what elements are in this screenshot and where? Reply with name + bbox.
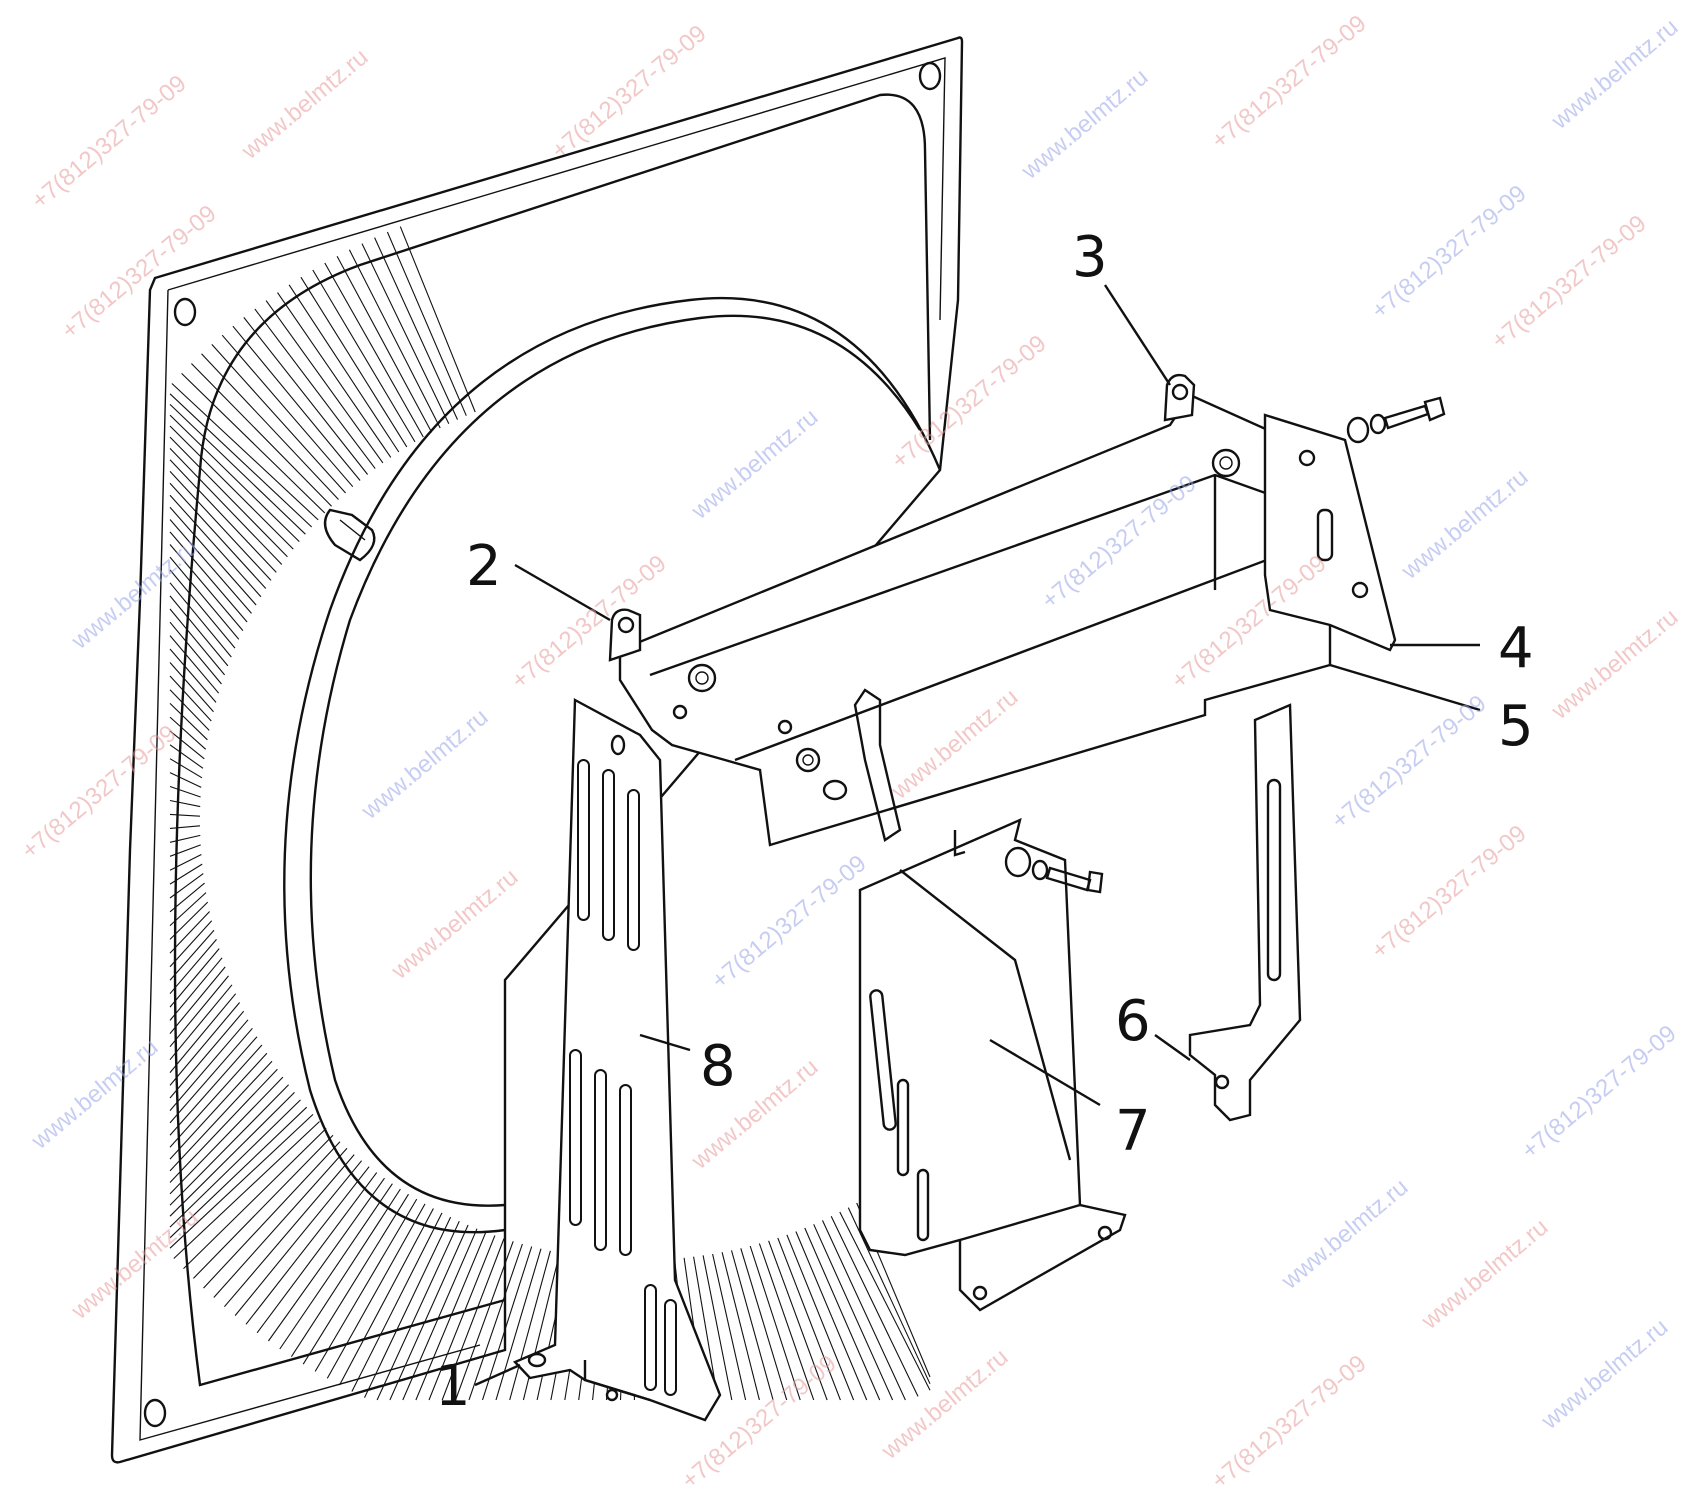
deflector-slot (627, 789, 640, 951)
watermark-site: www.belmtz.ru (1536, 1314, 1674, 1436)
callout-labels: 1 2 3 4 5 6 7 8 (435, 225, 1534, 1419)
callout-4: 4 (1498, 616, 1534, 681)
watermark-site: www.belmtz.ru (1016, 64, 1154, 186)
watermark-phone: +7(812)327-79-09 (1367, 820, 1532, 965)
right-bracket (1188, 703, 1302, 1122)
deflector-slot (577, 759, 590, 921)
watermark-site: www.belmtz.ru (1396, 464, 1534, 586)
deflector-slot (569, 1049, 582, 1226)
watermark-phone: +7(812)327-79-09 (1367, 180, 1532, 325)
watermark-phone: +7(812)327-79-09 (707, 850, 872, 995)
watermark-phone: +7(812)327-79-09 (1517, 1020, 1682, 1165)
top-bracket (608, 373, 1332, 847)
deflector-left (512, 698, 722, 1422)
watermark-phone: +7(812)327-79-09 (1327, 690, 1492, 835)
watermark-site: www.belmtz.ru (236, 44, 374, 166)
deflector-slot (594, 1069, 607, 1251)
leader-lines (474, 284, 1481, 1387)
callout-8: 8 (700, 1034, 736, 1099)
watermark-site: www.belmtz.ru (1546, 14, 1684, 136)
watermark-phone: +7(812)327-79-09 (1487, 210, 1652, 355)
side-plate-right (1263, 396, 1446, 652)
deflector-middle (858, 817, 1127, 1312)
watermark-site: www.belmtz.ru (1416, 1214, 1554, 1336)
deflector-slots (569, 759, 677, 1396)
callout-3: 3 (1072, 225, 1108, 290)
watermark-phone: +7(812)327-79-09 (27, 70, 192, 215)
watermark-phone: +7(812)327-79-09 (1207, 1350, 1372, 1495)
watermark-phone: +7(812)327-79-09 (1207, 10, 1372, 155)
deflector-slot (602, 769, 615, 941)
watermark-site: www.belmtz.ru (1276, 1174, 1414, 1296)
deflector-slot (664, 1299, 677, 1396)
callout-1: 1 (435, 1354, 471, 1419)
ring-clip (323, 508, 376, 562)
watermark-site: www.belmtz.ru (876, 1344, 1014, 1466)
deflector-slot (619, 1084, 632, 1256)
callout-7: 7 (1115, 1099, 1151, 1164)
deflector-slot (644, 1284, 657, 1391)
watermark-site: www.belmtz.ru (1546, 604, 1684, 726)
callout-6: 6 (1115, 989, 1151, 1054)
callout-5: 5 (1498, 694, 1534, 759)
callout-2: 2 (466, 534, 502, 599)
